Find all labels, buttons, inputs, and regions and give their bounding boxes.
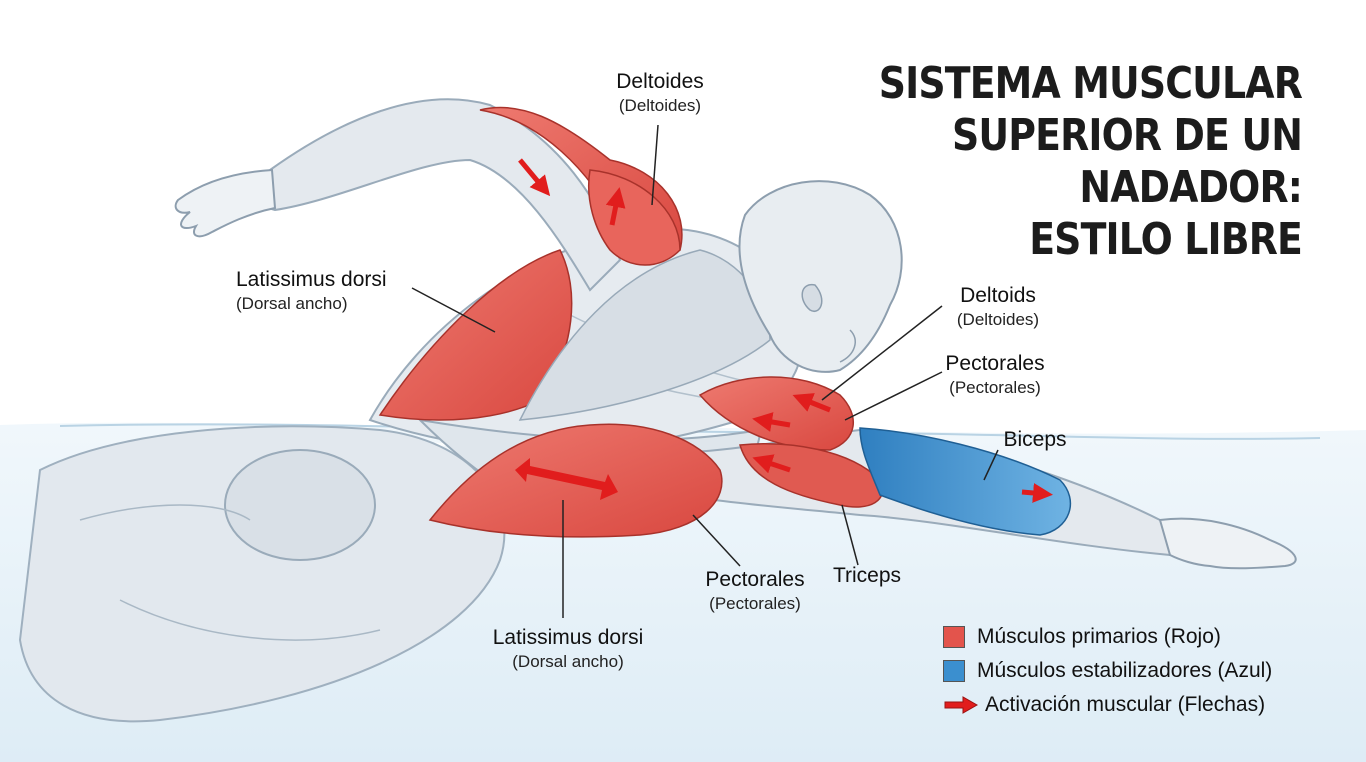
title-line-2: SUPERIOR DE UN — [951, 110, 1303, 161]
biceps-muscle — [859, 427, 1071, 536]
legend-label: Músculos estabilizadores (Azul) — [977, 659, 1273, 682]
label-main: Deltoides — [616, 70, 704, 93]
leader-triceps — [841, 504, 859, 566]
label-sub: (Pectorales) — [709, 594, 801, 613]
title-line-1: SISTEMA MUSCULAR — [878, 58, 1303, 109]
gluteus — [224, 449, 376, 561]
ear — [801, 284, 823, 313]
diagram-title: SISTEMA MUSCULAR SUPERIOR DE UN NADADOR:… — [855, 58, 1303, 266]
leader-lines — [411, 124, 999, 618]
leader-latissimus-top — [411, 287, 496, 333]
label-biceps: Biceps — [995, 428, 1075, 452]
label-latissimus-top: Latissimus dorsi (Dorsal ancho) — [236, 268, 414, 314]
red-arrow-icon — [944, 696, 979, 714]
arrow-deltoid-a — [518, 158, 551, 197]
label-pectorales-right: Pectorales (Pectorales) — [930, 352, 1060, 398]
raised-arm — [174, 98, 683, 292]
label-sub: (Pectorales) — [949, 378, 1041, 397]
label-sub: (Deltoides) — [618, 96, 702, 115]
arrow-pectoral-lower — [752, 412, 791, 432]
arrow-latissimus-bidirectional — [515, 458, 618, 500]
arrow-deltoid-b — [605, 187, 626, 226]
pectoralis-lower-muscle — [739, 443, 884, 508]
lower-body — [18, 425, 506, 723]
label-triceps: Triceps — [825, 564, 909, 588]
title-line-4: ESTILO LIBRE — [1029, 214, 1303, 265]
leader-pectorales-right — [844, 371, 943, 421]
extended-hand — [1158, 517, 1297, 570]
label-main: Deltoids — [960, 284, 1036, 307]
label-deltoides-top: Deltoides (Deltoides) — [600, 70, 720, 116]
legend-item-activation: Activación muscular (Flechas) — [943, 688, 1272, 722]
label-deltoids-right: Deltoids (Deltoides) — [938, 284, 1058, 330]
label-main: Latissimus dorsi — [492, 626, 644, 649]
legend: Músculos primarios (Rojo) Músculos estab… — [943, 620, 1272, 722]
legend-label: Músculos primarios (Rojo) — [977, 625, 1221, 648]
label-main: Triceps — [832, 564, 902, 587]
arrow-deltoid-lower — [792, 393, 831, 413]
extended-arm — [619, 376, 1297, 570]
deltoid-lower-muscle — [698, 376, 854, 451]
label-sub: (Dorsal ancho) — [236, 294, 348, 313]
label-main: Latissimus dorsi — [236, 268, 387, 291]
arrow-biceps — [1021, 482, 1053, 503]
label-main: Pectorales — [705, 568, 805, 591]
leader-deltoids-right — [821, 305, 943, 401]
swatch-primary — [943, 626, 965, 648]
legend-label: Activación muscular (Flechas) — [985, 693, 1266, 716]
leader-deltoides-top — [651, 124, 659, 206]
label-main: Biceps — [1003, 428, 1067, 451]
label-sub: (Dorsal ancho) — [512, 652, 624, 671]
head — [738, 180, 903, 373]
latissimus-upper-muscle — [378, 249, 573, 421]
label-latissimus-bottom: Latissimus dorsi (Dorsal ancho) — [478, 626, 658, 672]
swatch-stabilizer — [943, 660, 965, 682]
leader-pectorales-bottom — [692, 514, 741, 567]
leader-biceps — [983, 449, 999, 481]
label-pectorales-bottom: Pectorales (Pectorales) — [690, 568, 820, 614]
label-sub: (Deltoides) — [956, 310, 1040, 329]
raised-hand — [174, 168, 277, 238]
legend-item-primary: Músculos primarios (Rojo) — [943, 620, 1272, 654]
arrow-triceps — [752, 454, 791, 474]
label-main: Pectorales — [945, 352, 1045, 375]
title-line-3: NADADOR: — [1079, 162, 1302, 213]
legend-item-stabilizer: Músculos estabilizadores (Azul) — [943, 654, 1272, 688]
